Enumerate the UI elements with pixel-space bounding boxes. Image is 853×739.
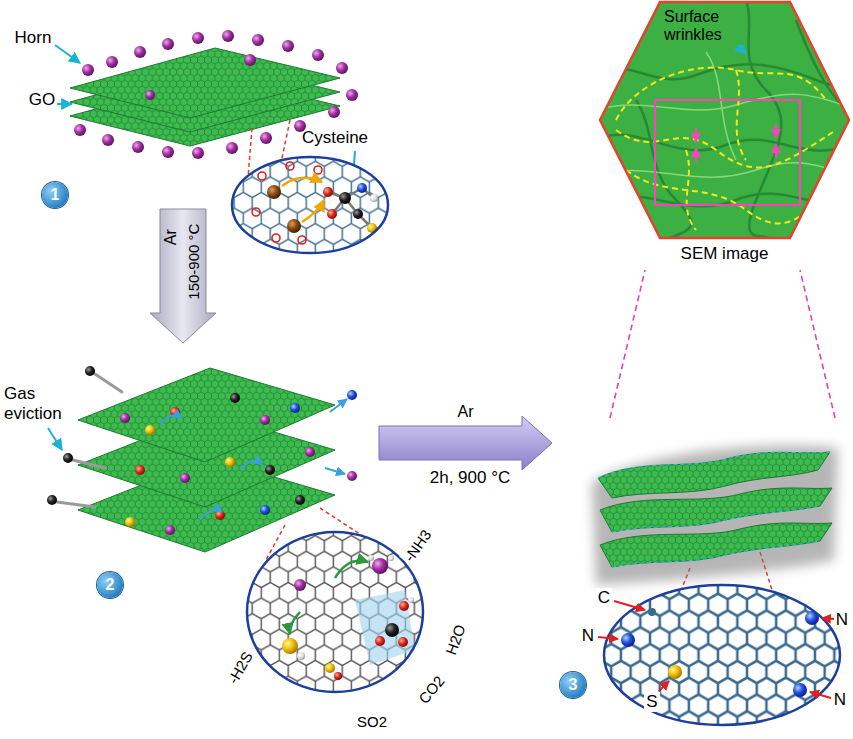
atom-label: N <box>834 610 850 630</box>
process-arrow <box>150 209 216 343</box>
zoom-circle <box>232 157 388 253</box>
doped-sheets <box>592 446 838 585</box>
edge-label: Ar <box>458 403 474 421</box>
gas-label: -H2S <box>223 647 257 689</box>
gas-label: H2O <box>441 621 469 660</box>
atom-label: N <box>580 626 596 646</box>
zoom-circle <box>247 532 423 692</box>
go-sheets <box>78 368 335 552</box>
part-label: Horn <box>15 28 52 48</box>
atom-label: C <box>596 588 612 608</box>
go-sheets <box>70 48 340 146</box>
callout-number: 3 <box>560 672 586 698</box>
part-label: Cysteine <box>302 128 368 148</box>
atom-label: N <box>832 690 848 710</box>
process-arrow <box>379 416 552 470</box>
zoom-connector <box>610 270 835 418</box>
image-caption: SEM image <box>681 244 769 264</box>
edge-label: Ar <box>162 229 180 245</box>
callout-number: 2 <box>97 572 123 598</box>
temperature-label: 150-900 °C <box>185 224 202 300</box>
part-label: Gas eviction <box>4 384 76 423</box>
condition-label: 2h, 900 °C <box>430 468 511 488</box>
annotation-label: Surface wrinkles <box>662 8 744 45</box>
sem-hexagon: Surface wrinklesSEM image <box>596 0 853 268</box>
zoom-circle <box>598 585 840 725</box>
gas-label: SO2 <box>355 713 389 730</box>
stage-panel: 3 <box>556 420 853 732</box>
gas-label: CO2 <box>413 671 449 709</box>
callout-number: 1 <box>42 182 68 208</box>
part-label: GO <box>29 90 55 110</box>
gas-molecules <box>47 366 357 535</box>
gas-label: -NH3 <box>400 525 437 567</box>
atom-label: S <box>644 692 659 712</box>
stage-panel: 2 <box>0 345 375 607</box>
